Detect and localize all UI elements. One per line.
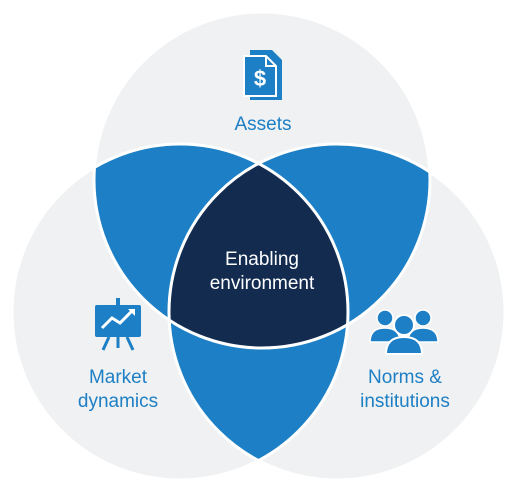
presentation-chart-icon: [95, 298, 141, 351]
label-market-dynamics-line1: Market: [89, 367, 148, 388]
overlap-center: [169, 144, 348, 348]
outline-market-dynamics: [10, 142, 350, 480]
center-label-line1: Enabling: [225, 249, 299, 270]
center-label-line2: environment: [210, 273, 315, 294]
label-norms-institutions-line2: institutions: [360, 391, 450, 412]
outline-norms-institutions: [167, 142, 505, 480]
label-assets: Assets: [234, 114, 291, 135]
label-norms-institutions-line1: Norms &: [368, 367, 442, 388]
people-group-icon: [369, 309, 439, 355]
document-dollar-icon: $: [243, 50, 282, 100]
outline-assets: [92, 10, 432, 350]
label-market-dynamics-line2: dynamics: [78, 391, 158, 412]
svg-text:$: $: [254, 66, 266, 91]
